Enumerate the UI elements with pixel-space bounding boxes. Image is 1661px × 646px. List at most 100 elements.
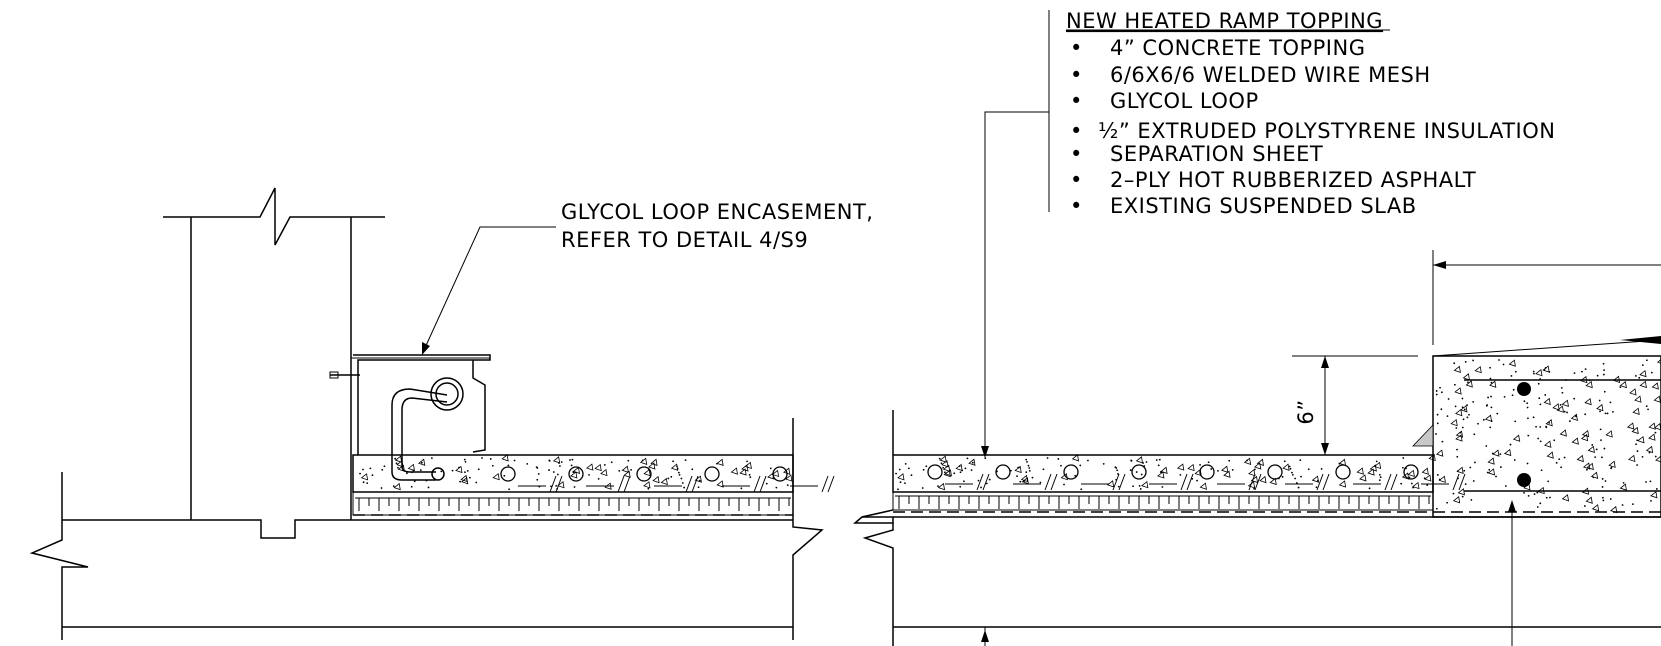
aggregate-stone <box>1407 469 1415 478</box>
aggregate-dot <box>1536 506 1539 508</box>
insulation-layer-right <box>892 491 1434 511</box>
aggregate-dot <box>1472 400 1475 403</box>
glycol-pipe-section-inner <box>435 382 459 406</box>
aggregate-dot <box>1598 399 1601 402</box>
mesh-break-mark <box>982 473 990 491</box>
aggregate-dot <box>1132 485 1134 488</box>
mesh-break-mark <box>1186 473 1194 491</box>
aggregate-dot <box>786 484 789 487</box>
aggregate-dot <box>1436 413 1439 416</box>
aggregate-dot <box>1461 397 1464 400</box>
aggregate-dot <box>475 481 478 484</box>
aggregate-stone <box>1561 399 1569 407</box>
aggregate-dot <box>1155 459 1158 461</box>
aggregate-dot <box>1135 471 1138 473</box>
aggregate-dot <box>1440 408 1443 411</box>
aggregate-dot <box>1441 440 1444 443</box>
aggregate-dot <box>971 461 974 464</box>
glycol-loop-section <box>636 466 652 482</box>
aggregate-dot <box>1446 501 1449 504</box>
callout-leader-line <box>423 226 556 351</box>
aggregate-dot <box>1499 466 1502 468</box>
aggregate-dot <box>681 482 684 484</box>
aggregate-dot <box>985 482 988 485</box>
aggregate-stone <box>1359 474 1367 482</box>
aggregate-dot <box>1463 469 1466 472</box>
aggregate-dot <box>1568 420 1571 422</box>
aggregate-dot <box>1473 433 1476 436</box>
aggregate-dot <box>1560 386 1563 389</box>
aggregate-dot <box>1299 459 1302 462</box>
aggregate-dot <box>1315 486 1318 489</box>
aggregate-stone <box>939 455 947 463</box>
encasement-cover-inner <box>350 355 490 359</box>
aggregate-dot <box>1019 480 1022 483</box>
aggregate-dot <box>1253 487 1255 490</box>
aggregate-dot <box>1080 488 1083 491</box>
mesh-break-mark <box>1050 473 1058 491</box>
aggregate-dot <box>1514 370 1517 373</box>
mesh-break-mark <box>1452 473 1460 491</box>
aggregate-dot <box>1604 480 1607 482</box>
aggregate-dot <box>1527 434 1530 437</box>
aggregate-dot <box>369 467 372 470</box>
aggregate-dot <box>1650 371 1653 374</box>
aggregate-stone <box>1626 422 1635 430</box>
aggregate-dot <box>1539 426 1542 428</box>
aggregate-dot <box>953 472 956 475</box>
aggregate-dot <box>1545 426 1548 429</box>
callout-leader-arrow <box>422 342 430 355</box>
aggregate-dot <box>1456 470 1459 473</box>
aggregate-dot <box>573 486 576 488</box>
aggregate-dot <box>1498 359 1500 361</box>
aggregate-dot <box>1604 412 1607 415</box>
aggregate-dot <box>1295 482 1298 484</box>
aggregate-dot <box>1526 406 1529 409</box>
aggregate-stone <box>397 464 405 472</box>
aggregate-stone <box>771 469 780 478</box>
aggregate-stone <box>1543 397 1551 406</box>
aggregate-stone <box>1435 449 1444 457</box>
aggregate-dot <box>1079 464 1082 467</box>
glycol-loop-section <box>568 466 584 482</box>
aggregate-dot <box>921 487 924 489</box>
aggregate-stone <box>1338 458 1347 466</box>
aggregate-dot <box>1602 362 1605 365</box>
aggregate-dot <box>1636 464 1639 466</box>
aggregate-dot <box>552 471 555 473</box>
aggregate-dot <box>1027 464 1030 467</box>
glycol-loop-section <box>995 464 1011 480</box>
aggregate-stone <box>455 465 463 474</box>
notes-bullet: • <box>1070 142 1083 166</box>
aggregate-stone <box>1176 463 1185 471</box>
aggregate-dot <box>970 469 973 471</box>
aggregate-dot <box>1320 468 1323 470</box>
aggregate-stone <box>1253 462 1262 470</box>
aggregate-dot <box>405 472 408 475</box>
aggregate-dot <box>392 485 395 488</box>
aggregate-dot <box>683 486 686 489</box>
aggregate-dot <box>1586 468 1588 471</box>
aggregate-stone <box>1021 477 1029 485</box>
aggregate-dot <box>555 485 558 487</box>
slab-break-right-left <box>792 418 824 640</box>
glycol-loop-section <box>1267 464 1283 480</box>
aggregate-stone <box>1450 418 1458 427</box>
aggregate-stone <box>1282 463 1290 471</box>
callout-line-2: REFER TO DETAIL 4/S9 <box>561 228 808 252</box>
aggregate-stone <box>942 464 951 472</box>
aggregate-stone <box>604 482 612 490</box>
aggregate-stone <box>570 471 578 479</box>
aggregate-stone <box>1412 481 1420 490</box>
mesh-break-mark <box>1118 473 1126 491</box>
aggregate-dot <box>1655 488 1658 490</box>
aggregate-dot <box>383 465 386 468</box>
aggregate-stone <box>1223 470 1231 478</box>
aggregate-dot <box>670 475 673 478</box>
mesh-break-mark <box>976 473 984 491</box>
aggregate-dot <box>537 473 540 475</box>
aggregate-dot <box>440 470 443 473</box>
aggregate-dot <box>937 485 939 488</box>
aggregate-stone <box>643 468 651 477</box>
aggregate-dot <box>1622 481 1625 484</box>
